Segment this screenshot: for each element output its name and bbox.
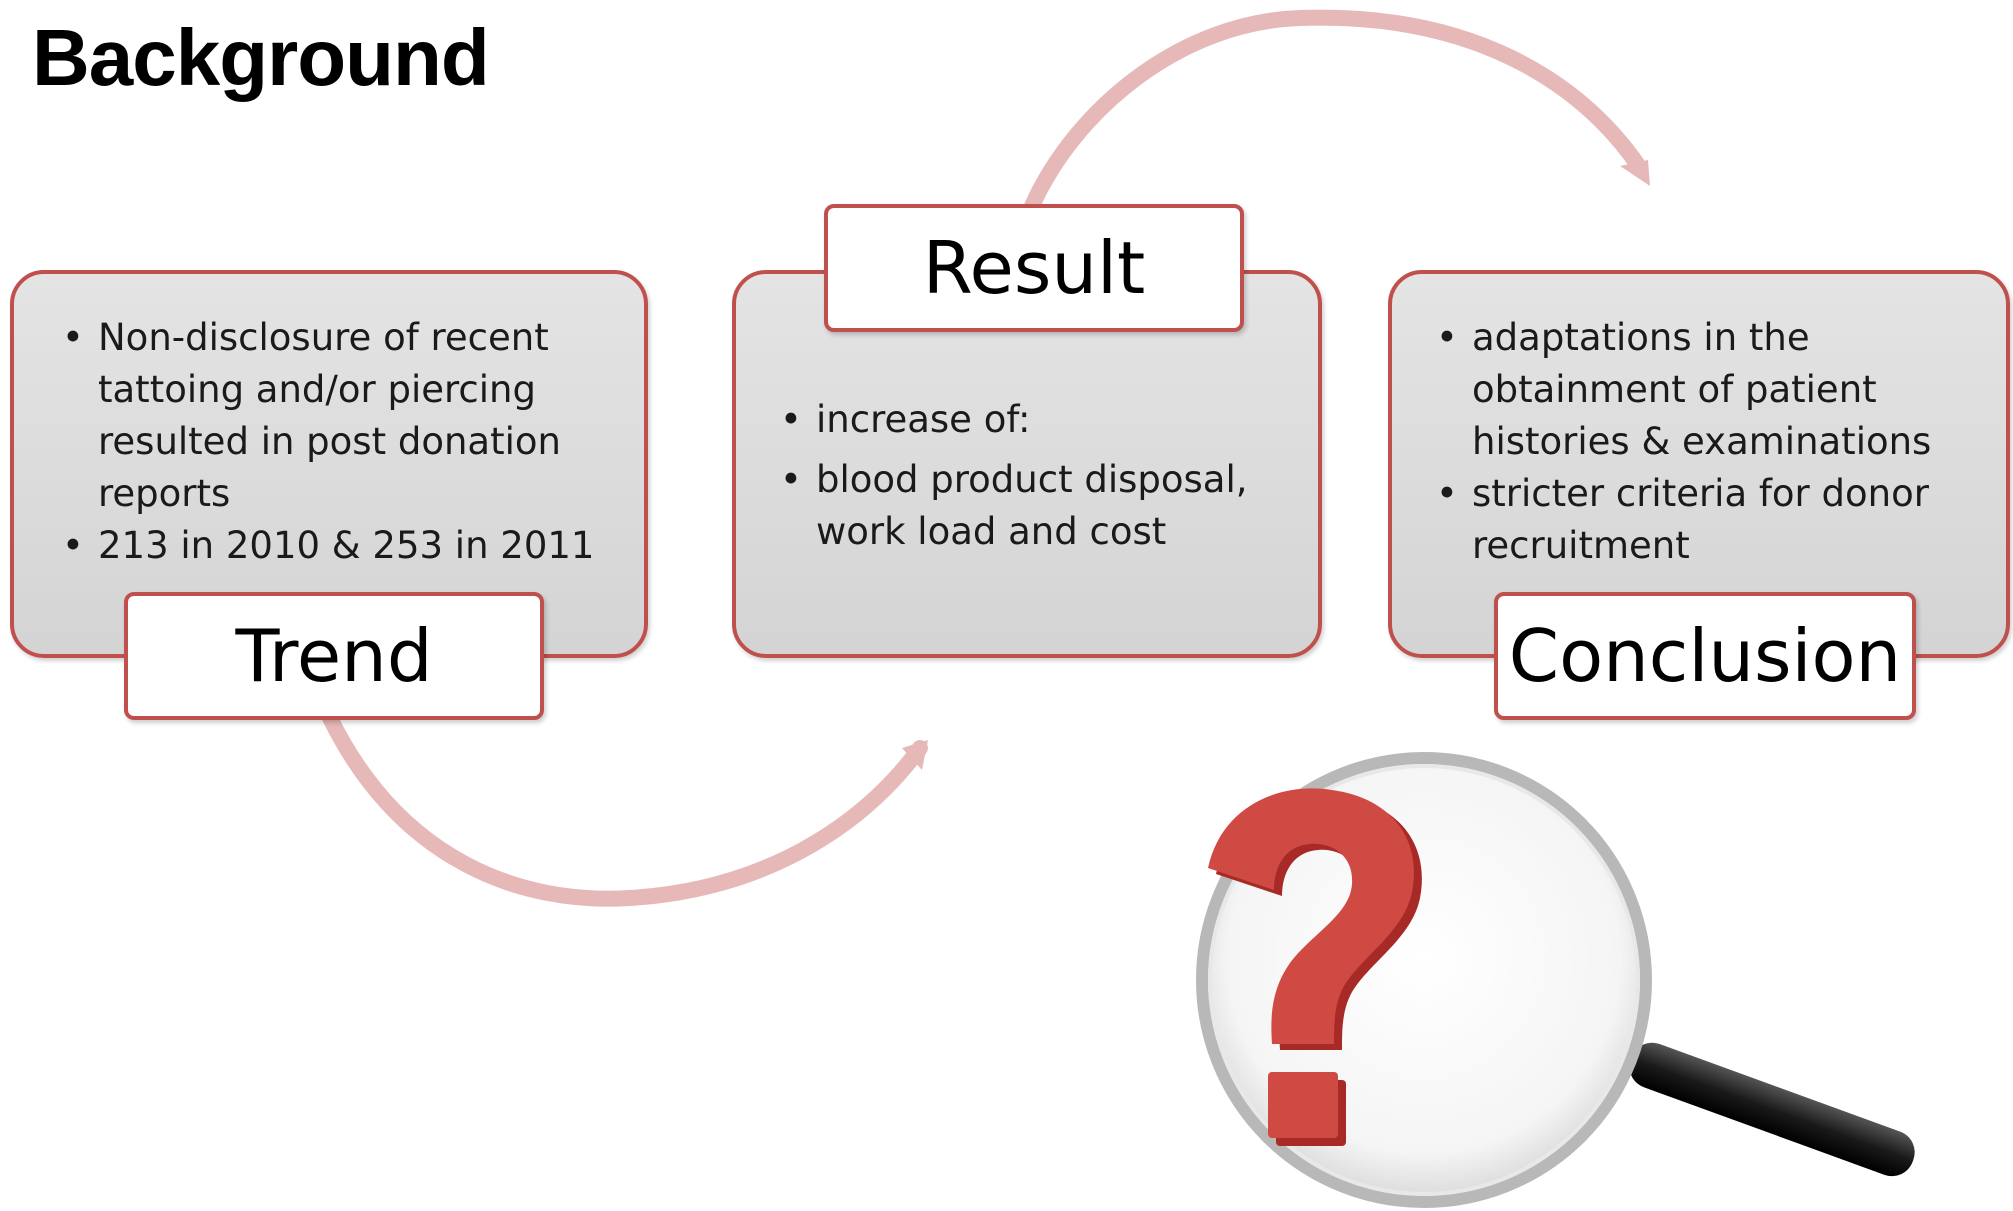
trend-bullet: Non-disclosure of recent tattoing and/or…	[58, 312, 634, 520]
arrowhead-icon	[902, 740, 928, 770]
question-mark-icon	[1208, 788, 1422, 1146]
arrowhead-icon	[1620, 160, 1650, 186]
curved-arrow-icon	[322, 710, 928, 907]
result-bullet: blood product disposal, work load and co…	[776, 454, 1308, 558]
conclusion-bullet: stricter criteria for donor recruitment	[1432, 468, 1996, 572]
conclusion-box: adaptations in the obtainment of patient…	[1388, 270, 2010, 658]
conclusion-bullet: adaptations in the obtainment of patient…	[1432, 312, 1996, 468]
result-bullet: increase of:	[776, 394, 1308, 446]
trend-box: Non-disclosure of recent tattoing and/or…	[10, 270, 648, 658]
curved-arrow-icon	[1024, 9, 1648, 214]
magnifier-question-icon	[1196, 752, 1915, 1208]
page-title: Background	[32, 13, 490, 102]
trend-bullet: 213 in 2010 & 253 in 2011	[58, 520, 634, 572]
result-bullets: increase of: blood product disposal, wor…	[776, 394, 1308, 558]
trend-bullets: Non-disclosure of recent tattoing and/or…	[58, 312, 634, 572]
conclusion-label: Conclusion	[1494, 592, 1916, 720]
trend-label: Trend	[124, 592, 544, 720]
conclusion-bullets: adaptations in the obtainment of patient…	[1432, 312, 1996, 572]
result-box: increase of: blood product disposal, wor…	[732, 270, 1322, 658]
result-label: Result	[824, 204, 1244, 332]
